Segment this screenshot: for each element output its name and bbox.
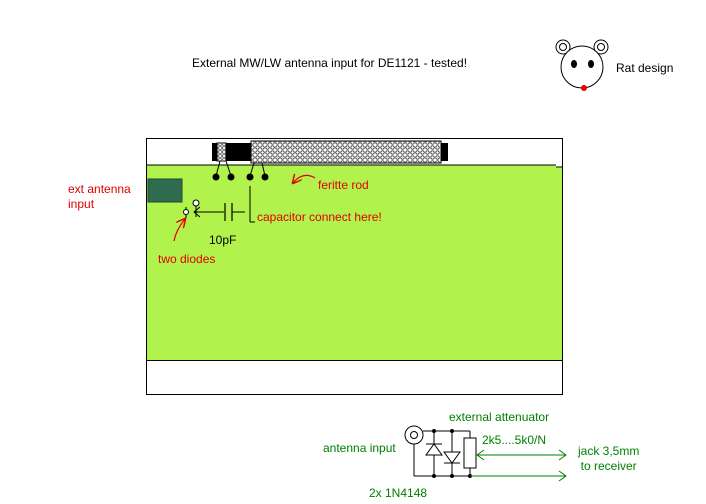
rat-right-eye bbox=[588, 60, 594, 68]
pad bbox=[246, 173, 254, 181]
diode-up bbox=[425, 443, 443, 456]
ferrite-rod-label: feritte rod bbox=[318, 178, 369, 192]
coil-small bbox=[216, 142, 227, 162]
diode-part-label: 2x 1N4148 bbox=[369, 486, 428, 500]
board-annotations bbox=[173, 175, 316, 242]
ext-antenna-connector bbox=[147, 178, 183, 203]
resistor-value-label: 2k5....5k0/N bbox=[482, 433, 547, 447]
rat-nose bbox=[581, 85, 587, 91]
ferrite-arrow bbox=[293, 175, 316, 183]
pad bbox=[212, 173, 220, 181]
attenuator-title: external attenuator bbox=[449, 410, 550, 424]
rat-left-eye bbox=[571, 60, 577, 68]
diode-pad-right bbox=[192, 199, 200, 207]
logo-label: Rat design bbox=[616, 61, 674, 75]
ferrite-rod-antenna bbox=[212, 140, 448, 181]
receiver-board bbox=[146, 138, 563, 395]
pad bbox=[261, 173, 269, 181]
jack-label-line1: jack 3,5mm bbox=[578, 444, 640, 458]
coil-large bbox=[250, 140, 442, 164]
rat-logo bbox=[555, 39, 609, 91]
ext-antenna-label: ext antenna input bbox=[68, 182, 131, 212]
pad bbox=[227, 173, 235, 181]
diodes-arrow bbox=[173, 219, 185, 242]
antenna-input-label: antenna input bbox=[323, 441, 396, 455]
jack-label: jack 3,5mm to receiver bbox=[578, 444, 639, 474]
ext-antenna-label-line2: input bbox=[68, 197, 95, 211]
diode-pad-left bbox=[183, 209, 189, 215]
two-diodes-label: two diodes bbox=[158, 252, 216, 266]
attenuator-schematic bbox=[404, 425, 567, 482]
ext-antenna-label-line1: ext antenna bbox=[68, 182, 131, 196]
attenuator-resistor bbox=[463, 437, 477, 469]
capacitor-value-label: 10pF bbox=[209, 233, 237, 247]
pcb-green-area bbox=[147, 165, 562, 360]
rat-head bbox=[560, 45, 604, 89]
jack-label-line2: to receiver bbox=[580, 459, 637, 473]
capacitor-connect-label: capacitor connect here! bbox=[257, 210, 382, 224]
page-title: External MW/LW antenna input for DE1121 … bbox=[192, 56, 468, 70]
diode-down bbox=[443, 451, 461, 464]
